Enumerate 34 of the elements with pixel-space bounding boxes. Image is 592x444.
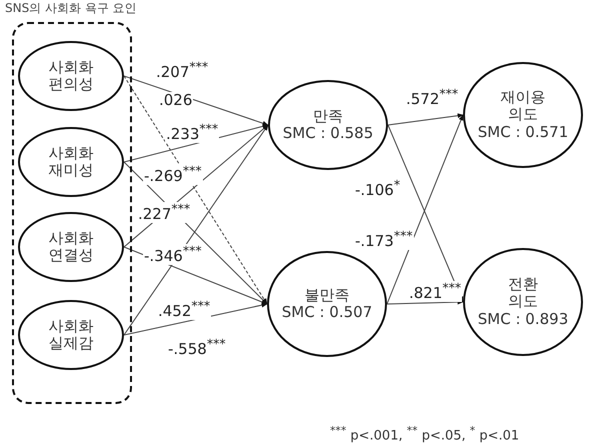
node-label: 불만족	[304, 286, 350, 304]
node-label: 사회화 연결성	[48, 230, 94, 264]
arrow	[386, 300, 464, 305]
outcome-ellipse	[268, 80, 388, 170]
factor-ellipse	[18, 127, 124, 197]
arrow	[124, 124, 268, 336]
outcome-ellipse	[463, 62, 583, 168]
edge-label: -.173$^{***}$	[354, 229, 414, 250]
arrow	[124, 302, 268, 336]
edge-label: .227$^{***}$	[137, 202, 192, 223]
node-label: 사회화 편의성	[48, 58, 94, 94]
significance-note: $^{***}$ p<.001, $^{**}$ p<.05, $^{*}$ p<.01	[330, 424, 520, 444]
outcome-ellipse	[463, 248, 583, 356]
node-label: 재이용 의도	[500, 89, 546, 124]
node-label: 전환 의도	[508, 276, 538, 311]
smc-value: SMC : 0.571	[478, 124, 568, 141]
edge-label: .821$^{***}$	[408, 281, 462, 302]
edge-label: -.269$^{***}$	[143, 164, 203, 185]
edge-label: -.346$^{***}$	[143, 244, 203, 265]
factor-ellipse	[18, 300, 124, 370]
smc-value: SMC : 0.585	[282, 125, 374, 142]
smc-value: SMC : 0.507	[282, 304, 372, 322]
outcome-ellipse	[267, 251, 387, 357]
edge-label: .452$^{***}$	[157, 299, 212, 320]
arrow	[388, 113, 464, 126]
node-label: 사회화 실제감	[48, 318, 94, 352]
factor-ellipse	[18, 212, 124, 282]
smc-value: SMC : 0.893	[478, 310, 568, 328]
edge-label: .233$^{***}$	[165, 122, 220, 143]
node-label: 만족	[313, 108, 343, 125]
factor-ellipse	[18, 41, 124, 111]
group-title: SNS의 사회화 욕구 요인	[5, 0, 137, 17]
arrow	[124, 76, 268, 304]
node-label: 사회화 재미성	[48, 144, 94, 180]
